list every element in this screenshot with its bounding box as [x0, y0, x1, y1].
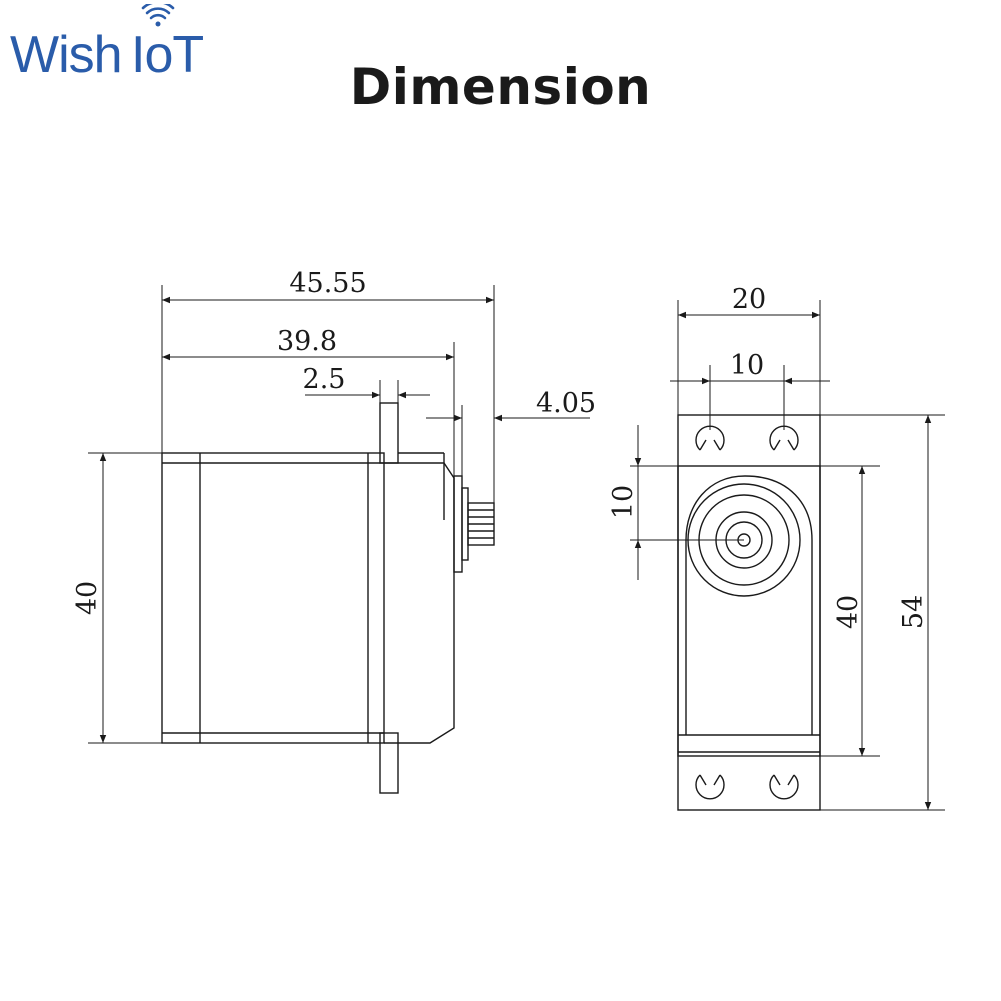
page-title: Dimension: [349, 58, 652, 116]
dim-flange-thickness: 2.5: [303, 364, 346, 395]
dim-overall-length: 45.55: [289, 268, 366, 299]
wishiot-logo: Wish IoT: [10, 4, 204, 80]
dim-side-height: 40: [72, 581, 103, 615]
svg-text:Wish: Wish: [10, 26, 122, 80]
dim-shaft-offset: 10: [608, 485, 639, 519]
dim-body-height: 40: [833, 595, 864, 629]
dim-case-length: 39.8: [277, 326, 337, 357]
dim-hole-spacing: 10: [730, 350, 764, 381]
wifi-icon: [141, 4, 175, 27]
side-view: [161, 402, 495, 794]
dim-front-width: 20: [732, 284, 766, 315]
dim-overall-height: 54: [898, 595, 929, 629]
front-view: [677, 414, 821, 811]
svg-text:IoT: IoT: [131, 26, 203, 80]
dim-spline-height: 4.05: [536, 388, 596, 419]
